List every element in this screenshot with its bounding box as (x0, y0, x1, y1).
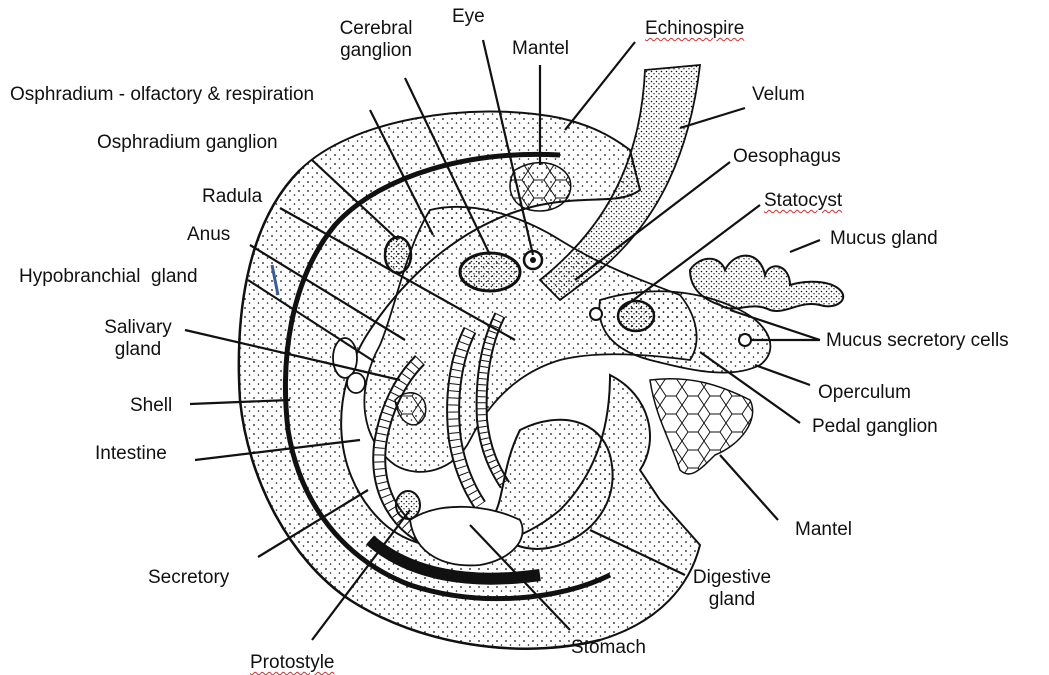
label-echinospire: Echinospire (645, 18, 744, 40)
label-pedal-ganglion: Pedal ganglion (812, 416, 938, 438)
label-velum: Velum (752, 84, 805, 106)
label-mucus-secretory-cells: Mucus secretory cells (826, 330, 1009, 352)
leader-mucus-gland (790, 240, 820, 252)
label-radula: Radula (202, 186, 262, 208)
label-oesophagus: Oesophagus (733, 146, 841, 168)
label-eye: Eye (452, 6, 485, 28)
label-osphradium-ganglion: Osphradium ganglion (97, 132, 278, 154)
label-hypobranchial-gland: Hypobranchial gland (19, 266, 198, 288)
osphradium-ganglion-shape (385, 237, 411, 273)
leader-operculum (755, 365, 810, 385)
label-anus: Anus (187, 224, 230, 246)
label-digestive-gland: Digestive gland (680, 567, 784, 611)
label-mantel-bottom: Mantel (795, 519, 852, 541)
label-salivary-gland: Salivary gland (88, 317, 188, 361)
cerebral-ganglion-shape (460, 253, 520, 291)
label-cerebral-ganglion: Cerebral ganglion (326, 18, 426, 62)
label-mantel-top: Mantel (512, 38, 569, 60)
label-mucus-gland: Mucus gland (830, 228, 938, 250)
label-stomach: Stomach (571, 637, 646, 659)
leader-echinospire (565, 42, 635, 130)
label-gland-word: gland (151, 266, 198, 287)
statocyst-shape (618, 301, 654, 331)
protostyle-shape (396, 491, 420, 519)
label-protostyle: Protostyle (250, 652, 334, 674)
operculum-shape (650, 379, 753, 474)
label-hypobranchial-word: Hypobranchial (19, 266, 140, 287)
mantle-top-shape (510, 163, 571, 211)
label-intestine: Intestine (95, 443, 167, 465)
label-osphradium: Osphradium - olfactory & respiration (10, 84, 314, 106)
label-secretory: Secretory (148, 567, 229, 589)
leader-mantel-bottom (720, 455, 778, 520)
label-statocyst: Statocyst (764, 190, 842, 212)
label-operculum: Operculum (818, 382, 911, 404)
label-shell: Shell (130, 395, 172, 417)
